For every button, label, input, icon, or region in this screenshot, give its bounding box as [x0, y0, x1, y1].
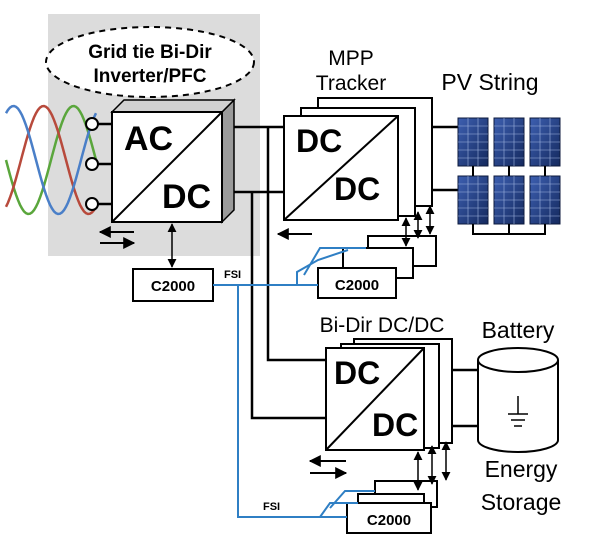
phase-green-wave [4, 104, 98, 216]
ac-terminal-1 [85, 117, 99, 131]
ac-terminals [85, 117, 116, 211]
mppt-dc-top: DC [296, 123, 342, 159]
mppt-block-stack: DC DC [283, 97, 433, 221]
pv-panel-3 [529, 117, 561, 167]
mppt-controller-stack: C2000 [317, 205, 437, 299]
pv-string [457, 117, 561, 235]
ac-terminal-3 [85, 197, 99, 211]
ac-terminal-2 [85, 157, 99, 171]
dc-bus [234, 125, 326, 420]
storage-controller-label: C2000 [367, 512, 411, 529]
mppt-controller-label: C2000 [335, 277, 379, 294]
pv-panel-2 [493, 117, 525, 167]
storage-controller-stack: C2000 [346, 441, 451, 534]
phase-blue-wave [4, 104, 98, 216]
mppt-dc-bottom: DC [334, 171, 380, 207]
mppt-label-line1: MPP [328, 47, 374, 70]
mppt-label-line2: Tracker [316, 72, 386, 95]
phase-red-wave [4, 104, 98, 216]
dcdc-dc-top: DC [334, 355, 380, 391]
pv-panel-6 [529, 175, 561, 225]
inverter-title-line2: Inverter/PFC [94, 66, 207, 87]
dc-label: DC [162, 178, 211, 216]
fsi-top-label: FSI [224, 269, 241, 281]
dcdc-block-stack: DC DC [325, 338, 453, 451]
pv-panel-1 [457, 117, 489, 167]
pv-panel-5 [493, 175, 525, 225]
fsi-links [213, 247, 375, 518]
pv-panel-4 [457, 175, 489, 225]
inverter-title-line1: Grid tie Bi-Dir [88, 42, 212, 63]
battery-cylinder [477, 347, 559, 453]
fsi-bottom-label: FSI [263, 501, 280, 513]
battery-label: Battery [482, 317, 555, 343]
pv-label: PV String [441, 69, 538, 95]
inverter-title-ellipse [45, 26, 255, 98]
dcdc-label: Bi-Dir DC/DC [320, 314, 445, 337]
ac-dc-converter-block: AC DC [110, 98, 236, 224]
battery-caption-line2: Storage [481, 489, 562, 515]
three-phase-waveform [4, 104, 98, 216]
dcdc-dc-bottom: DC [372, 407, 418, 443]
main-controller-label: C2000 [151, 278, 195, 295]
ac-label: AC [124, 120, 173, 158]
battery-caption-line1: Energy [485, 456, 558, 482]
